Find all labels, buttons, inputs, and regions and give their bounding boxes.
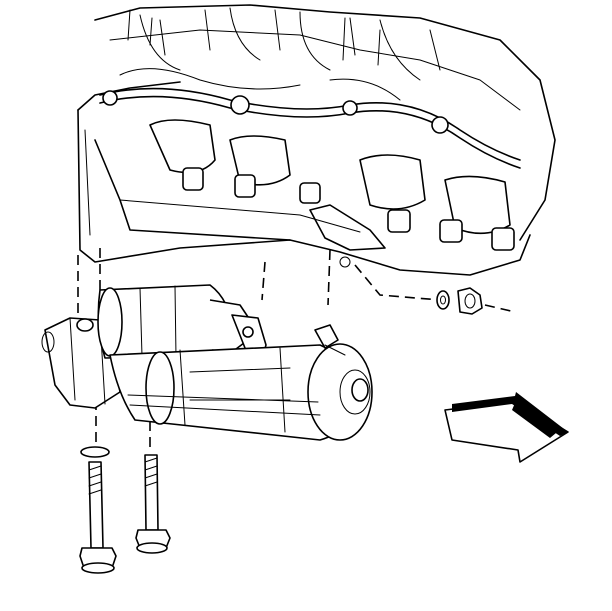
mounting-nut (457, 287, 483, 315)
mounting-bolt-right (135, 454, 171, 554)
bolt-washer (80, 446, 110, 458)
mounting-bolts (79, 446, 171, 574)
washer (436, 290, 450, 310)
wiring-harness (99, 9, 521, 169)
spark-plug-boots (182, 167, 515, 251)
engine-block (77, 4, 556, 276)
mounting-bolt-left (79, 446, 117, 574)
washer-and-nut (436, 287, 483, 315)
forward-arrow-icon (444, 392, 569, 463)
starter-motor (41, 284, 373, 441)
